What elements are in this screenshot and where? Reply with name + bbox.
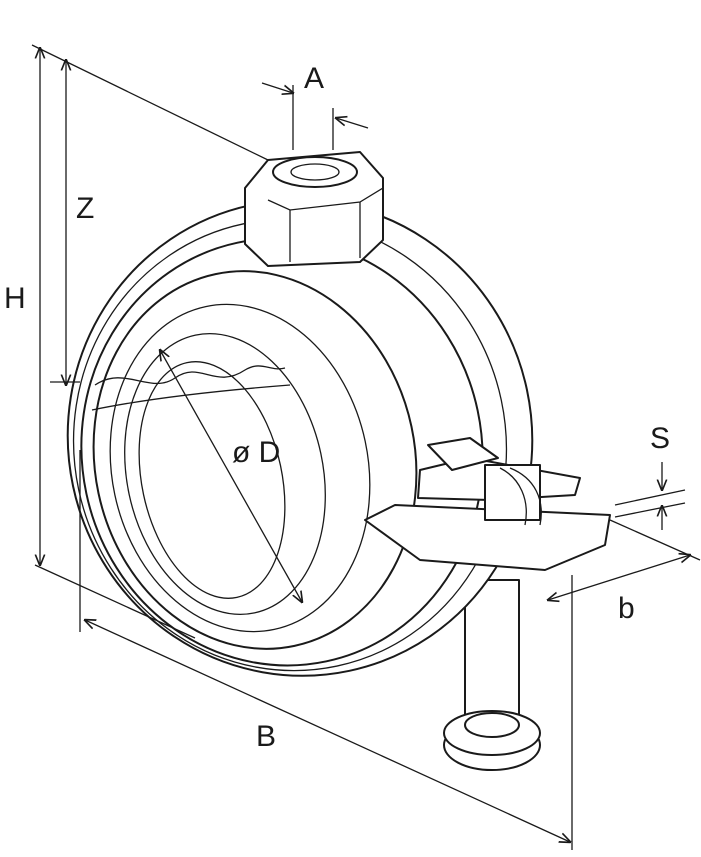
dimension-lines xyxy=(31,44,701,850)
label-a: A xyxy=(304,62,324,95)
label-s: S xyxy=(650,422,670,455)
label-diameter-d: ø D xyxy=(232,436,280,469)
label-b-large: B xyxy=(256,720,276,753)
hex-nut xyxy=(244,151,384,267)
label-z: Z xyxy=(76,192,94,225)
label-h: H xyxy=(4,282,26,315)
label-b-small: b xyxy=(618,592,635,625)
